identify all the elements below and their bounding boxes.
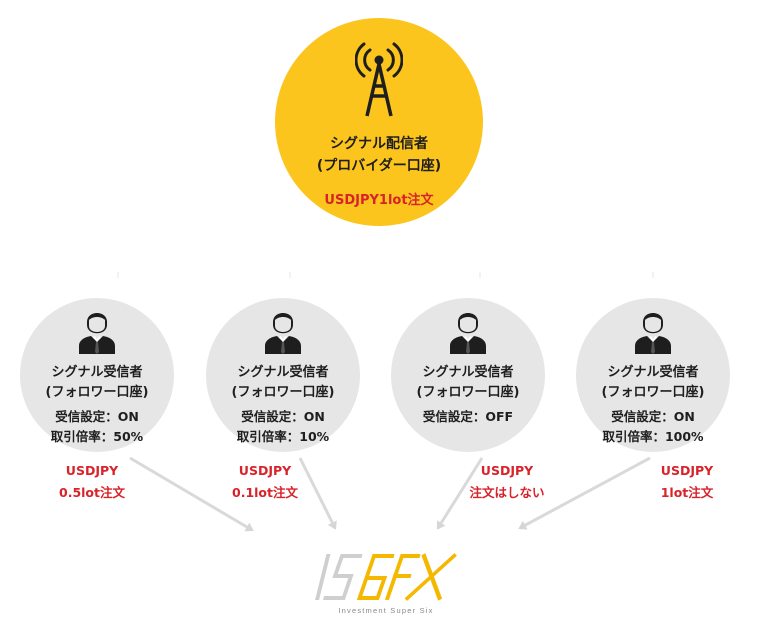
follower-result: USDJPY 0.1lot注文 bbox=[210, 460, 320, 504]
follower-circle: シグナル受信者 (フォロワー口座) 受信設定：ON 取引倍率：10% bbox=[206, 298, 360, 452]
follower-setting: 受信設定：ON bbox=[55, 409, 139, 424]
follower-title: シグナル受信者 bbox=[607, 365, 699, 380]
result-line1: USDJPY bbox=[480, 463, 534, 478]
provider-subtitle: (プロバイダー口座) bbox=[316, 158, 442, 174]
follower-title: シグナル受信者 bbox=[51, 365, 143, 380]
logo-tagline: Investment Super Six bbox=[338, 606, 434, 615]
result-line2: 0.5lot注文 bbox=[59, 485, 125, 500]
follower-ratio: 取引倍率：100% bbox=[602, 429, 704, 444]
follower-setting: 受信設定：ON bbox=[241, 409, 325, 424]
arrow-to-logo bbox=[518, 456, 651, 530]
follower-subtitle: (フォロワー口座) bbox=[416, 385, 520, 400]
result-line2: 1lot注文 bbox=[660, 485, 714, 500]
provider-circle: シグナル配信者 (プロバイダー口座) USDJPY1lot注文 bbox=[275, 18, 483, 226]
result-line2: 0.1lot注文 bbox=[232, 485, 298, 500]
result-line2: 注文はしない bbox=[469, 485, 545, 500]
logo-wordmark-icon bbox=[315, 553, 457, 601]
follower-circle: シグナル受信者 (フォロワー口座) 受信設定：OFF bbox=[391, 298, 545, 452]
result-line1: USDJPY bbox=[660, 463, 714, 478]
follower-result: USDJPY 0.5lot注文 bbox=[37, 460, 147, 504]
arrow-to-logo bbox=[298, 457, 337, 530]
arrow-to-logo bbox=[129, 456, 254, 532]
follower-setting: 受信設定：OFF bbox=[422, 409, 514, 424]
provider-title: シグナル配信者 bbox=[330, 136, 428, 152]
follower-setting: 受信設定：ON bbox=[611, 409, 695, 424]
follower-ratio: 取引倍率：10% bbox=[236, 429, 330, 444]
follower-circle: シグナル受信者 (フォロワー口座) 受信設定：ON 取引倍率：100% bbox=[576, 298, 730, 452]
result-line1: USDJPY bbox=[238, 463, 292, 478]
signal-tower-icon bbox=[355, 42, 403, 117]
person-icon bbox=[265, 313, 301, 354]
person-icon bbox=[450, 313, 486, 354]
result-line1: USDJPY bbox=[65, 463, 119, 478]
follower-circle: シグナル受信者 (フォロワー口座) 受信設定：ON 取引倍率：50% bbox=[20, 298, 174, 452]
follower-result: USDJPY 1lot注文 bbox=[632, 460, 742, 504]
person-icon bbox=[79, 313, 115, 354]
follower-title: シグナル受信者 bbox=[422, 365, 514, 380]
follower-ratio: 取引倍率：50% bbox=[50, 429, 144, 444]
is6fx-logo: Investment Super Six bbox=[310, 548, 460, 620]
follower-subtitle: (フォロワー口座) bbox=[601, 385, 705, 400]
follower-subtitle: (フォロワー口座) bbox=[45, 385, 149, 400]
person-icon bbox=[635, 313, 671, 354]
follower-subtitle: (フォロワー口座) bbox=[231, 385, 335, 400]
follower-title: シグナル受信者 bbox=[237, 365, 329, 380]
arrow-to-logo bbox=[436, 457, 484, 530]
follower-result: USDJPY 注文はしない bbox=[452, 460, 562, 504]
provider-order: USDJPY1lot注文 bbox=[324, 193, 434, 208]
